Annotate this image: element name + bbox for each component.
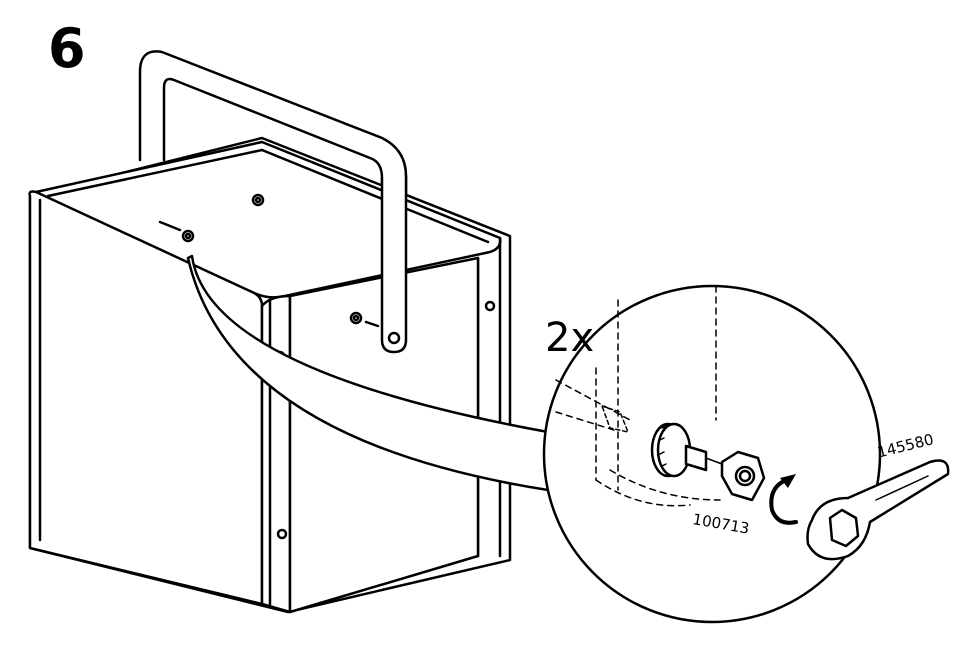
step-number: 6: [48, 17, 86, 80]
ring-wrench: [806, 459, 950, 561]
hex-nut: [720, 450, 766, 502]
quantity-label: 2x: [545, 315, 595, 361]
handle-front-post: [380, 174, 408, 354]
washer: [650, 422, 692, 478]
detail-zoom-circle: [542, 284, 950, 624]
bolt: [684, 444, 723, 472]
rotation-arrow-icon: [769, 474, 798, 525]
